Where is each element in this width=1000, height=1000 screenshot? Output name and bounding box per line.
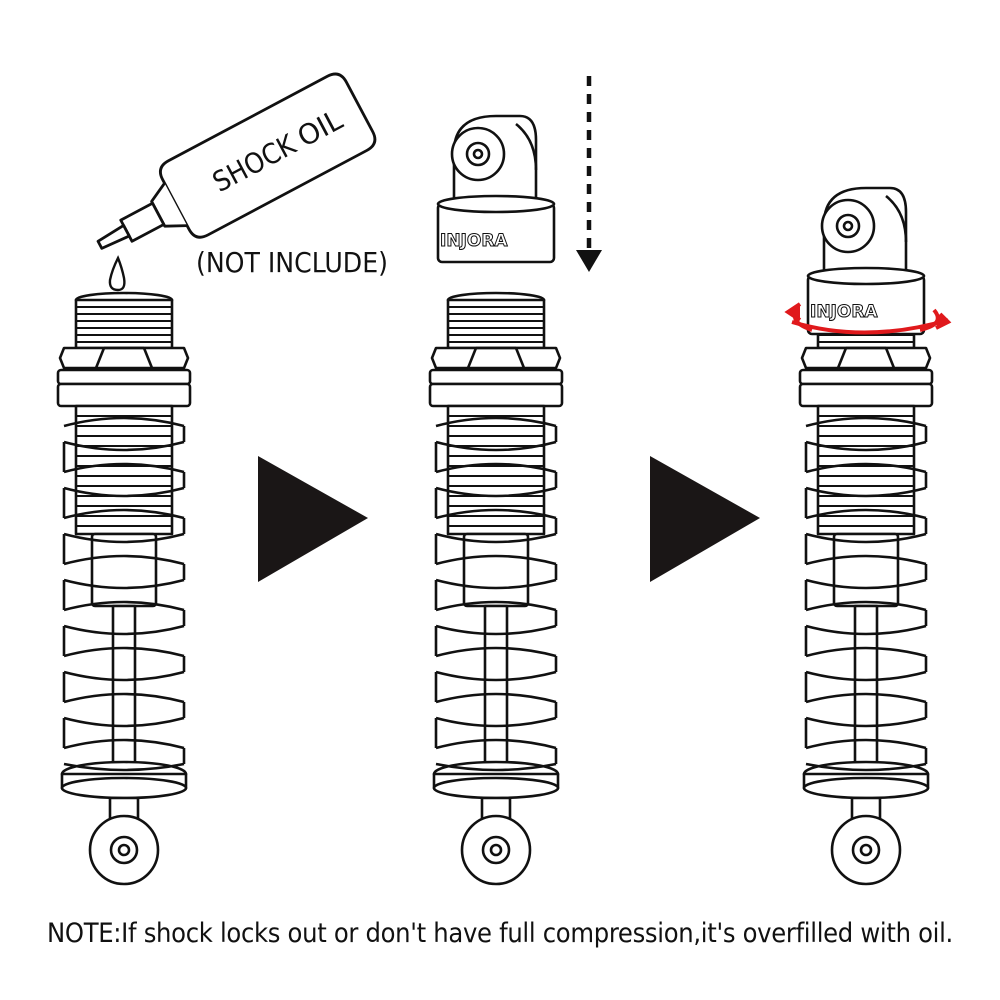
dashed-down-arrow-icon bbox=[576, 76, 602, 272]
shock-oil-bottle: SHOCK OIL bbox=[96, 72, 377, 250]
next-step-arrow-2 bbox=[650, 456, 760, 582]
bottle-caption: (NOT INCLUDE) bbox=[196, 246, 388, 279]
top-cap-step-2: INJORA bbox=[436, 114, 556, 264]
shock-absorber-step-1 bbox=[56, 291, 192, 886]
oil-drop-icon bbox=[108, 255, 126, 292]
step-1-fill-oil: SHOCK OIL (NOT INCLUDE) bbox=[56, 72, 388, 886]
cap-brand-step-3: INJORA bbox=[810, 302, 878, 322]
top-cap-step-3: INJORA bbox=[806, 186, 926, 336]
step-2-place-cap: INJORA bbox=[428, 76, 602, 886]
shock-absorber-step-2 bbox=[428, 291, 564, 886]
note-text: NOTE:If shock locks out or don't have fu… bbox=[47, 918, 953, 949]
step-3-tighten-cap: INJORA bbox=[784, 186, 952, 886]
shock-absorber-step-3 bbox=[798, 291, 934, 886]
rotate-arrow-icon bbox=[784, 302, 952, 335]
cap-brand-step-2: INJORA bbox=[440, 231, 508, 251]
next-step-arrow-1 bbox=[258, 456, 368, 582]
